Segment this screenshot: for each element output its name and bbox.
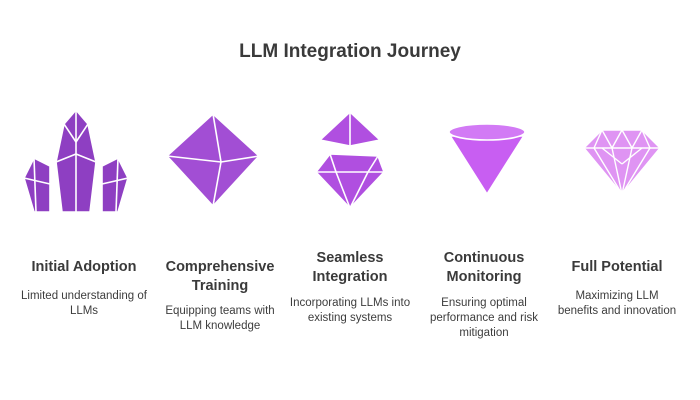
cut-gem-icon <box>427 102 547 222</box>
stage-description-continuous-monitoring: Ensuring optimal performance and risk mi… <box>429 297 539 339</box>
stage-label-initial-adoption: Initial Adoption <box>31 259 137 275</box>
stage-label-comprehensive-training: Comprehensive Training <box>165 259 275 294</box>
stage-description-initial-adoption: Limited understanding of LLMs <box>21 290 147 317</box>
octahedron-gem-icon <box>153 102 273 222</box>
brilliant-diamond-icon <box>562 102 682 222</box>
diagram-title: LLM Integration Journey <box>239 41 461 62</box>
stage-description-seamless-integration: Incorporating LLMs into existing systems <box>289 297 411 324</box>
stage-label-continuous-monitoring: Continuous Monitoring <box>443 250 525 285</box>
crystal-cluster-icon <box>16 102 136 222</box>
gem-row <box>20 102 680 222</box>
stage-description-comprehensive-training: Equipping teams with LLM knowledge <box>165 305 275 332</box>
stage-label-seamless-integration: Seamless Integration <box>312 250 388 285</box>
split-gem-icon <box>290 102 410 222</box>
stage-label-full-potential: Full Potential <box>571 259 663 275</box>
stage-description-full-potential: Maximizing LLM benefits and innovation <box>557 290 677 317</box>
